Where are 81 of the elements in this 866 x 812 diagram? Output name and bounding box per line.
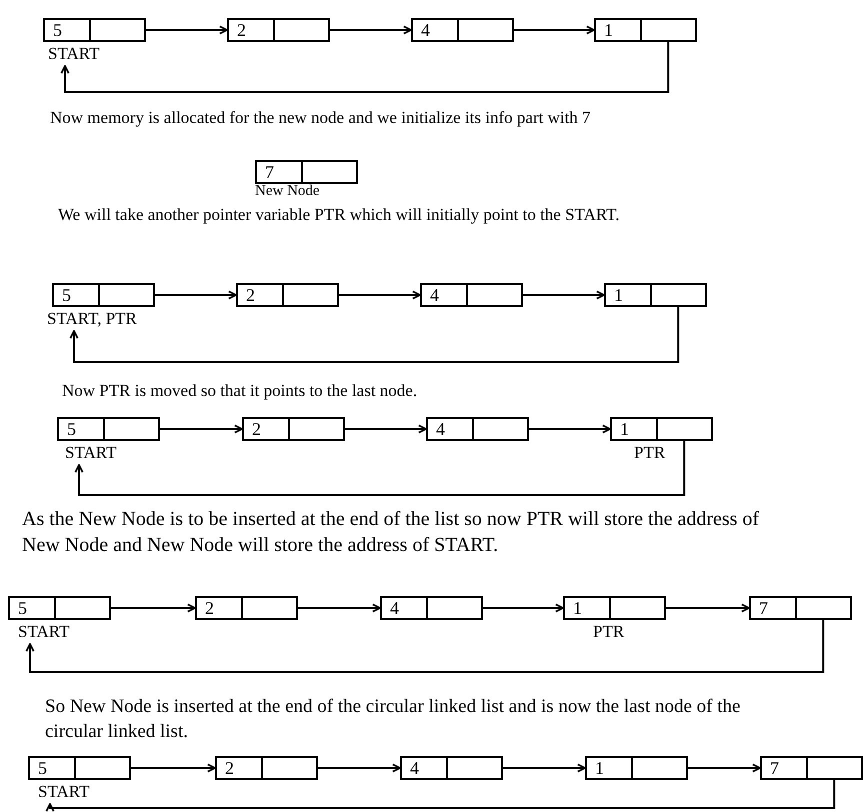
pointer-label: START	[18, 622, 70, 642]
node-value: 5	[67, 419, 76, 439]
node-value: 5	[53, 20, 62, 40]
node-value: 5	[38, 758, 47, 778]
arrow	[46, 780, 836, 812]
arrow	[666, 604, 750, 612]
node-value: 1	[573, 598, 582, 618]
list-node-box	[57, 417, 160, 441]
arrow	[345, 424, 427, 434]
node-value: 4	[390, 598, 399, 618]
node-value: 2	[252, 419, 261, 439]
pointer-label: START	[65, 443, 116, 463]
node-value: 7	[759, 598, 768, 618]
arrow	[483, 604, 564, 612]
list-node-box	[215, 756, 318, 780]
arrow	[503, 764, 586, 772]
arrow	[298, 604, 381, 612]
list-node-box	[760, 756, 863, 780]
description-text: Now PTR is moved so that it points to the last node.	[62, 380, 418, 402]
arrow	[131, 764, 216, 772]
node-value: 1	[604, 20, 613, 40]
arrow	[514, 26, 595, 34]
list-node-box	[420, 283, 523, 307]
node-value: 4	[410, 758, 419, 778]
list-node-box	[426, 417, 529, 441]
list-node-box	[585, 756, 688, 780]
pointer-label: START	[38, 782, 90, 802]
node-value: 2	[205, 598, 214, 618]
node-value: 4	[430, 285, 439, 305]
arrow	[74, 441, 686, 496]
description-text: Now memory is allocated for the new node and we initialize its info part with 7	[50, 107, 592, 129]
arrow	[146, 26, 228, 34]
node-value: 1	[620, 419, 629, 439]
node-value: 2	[225, 758, 234, 778]
arrow	[160, 424, 243, 434]
description-text: As the New Node is to be inserted at the end of the list so now PTR will store the address of New Node and New Node will store the address of START.	[22, 507, 760, 558]
pointer-label: New Node	[255, 183, 320, 200]
node-value: 7	[265, 162, 274, 182]
list-node-box	[8, 596, 111, 620]
node-value: 5	[62, 285, 71, 305]
node-value: 2	[246, 285, 255, 305]
node-value: 5	[18, 598, 27, 618]
arrow	[529, 424, 611, 434]
description-text: So New Node is inserted at the end of the circular linked list and is now the last node of the circular linked list.	[45, 695, 742, 744]
list-node-box	[28, 756, 131, 780]
list-node-box	[610, 417, 713, 441]
pointer-label: PTR	[593, 622, 624, 642]
pointer-label: PTR	[634, 443, 666, 463]
arrow	[26, 620, 824, 673]
pointer-label: START	[48, 44, 100, 64]
list-node-box	[242, 417, 345, 441]
list-node-box	[594, 18, 697, 42]
arrow	[339, 290, 421, 300]
list-node-box	[43, 18, 146, 42]
list-node-box	[195, 596, 298, 620]
list-node-box	[52, 283, 155, 307]
arrow	[60, 42, 670, 93]
arrow	[70, 307, 680, 363]
arrow	[155, 290, 237, 300]
arrow	[330, 26, 412, 34]
arrow	[523, 290, 605, 300]
arrow	[688, 764, 761, 772]
list-node-box	[236, 283, 339, 307]
pointer-label: START, PTR	[47, 309, 137, 329]
node-value: 2	[237, 20, 246, 40]
list-node-box	[227, 18, 330, 42]
arrow	[318, 764, 401, 772]
node-value: 1	[595, 758, 604, 778]
list-node-box	[400, 756, 503, 780]
node-value: 4	[436, 419, 445, 439]
list-node-box	[411, 18, 514, 42]
list-node-box	[604, 283, 707, 307]
list-node-box	[563, 596, 666, 620]
node-value: 4	[421, 20, 430, 40]
arrow	[111, 604, 196, 612]
list-node-box	[749, 596, 852, 620]
node-value: 7	[770, 758, 779, 778]
description-text: We will take another pointer variable PTR which will initially point to the START.	[58, 204, 621, 226]
list-node-box	[255, 160, 358, 184]
node-value: 1	[614, 285, 623, 305]
list-node-box	[380, 596, 483, 620]
